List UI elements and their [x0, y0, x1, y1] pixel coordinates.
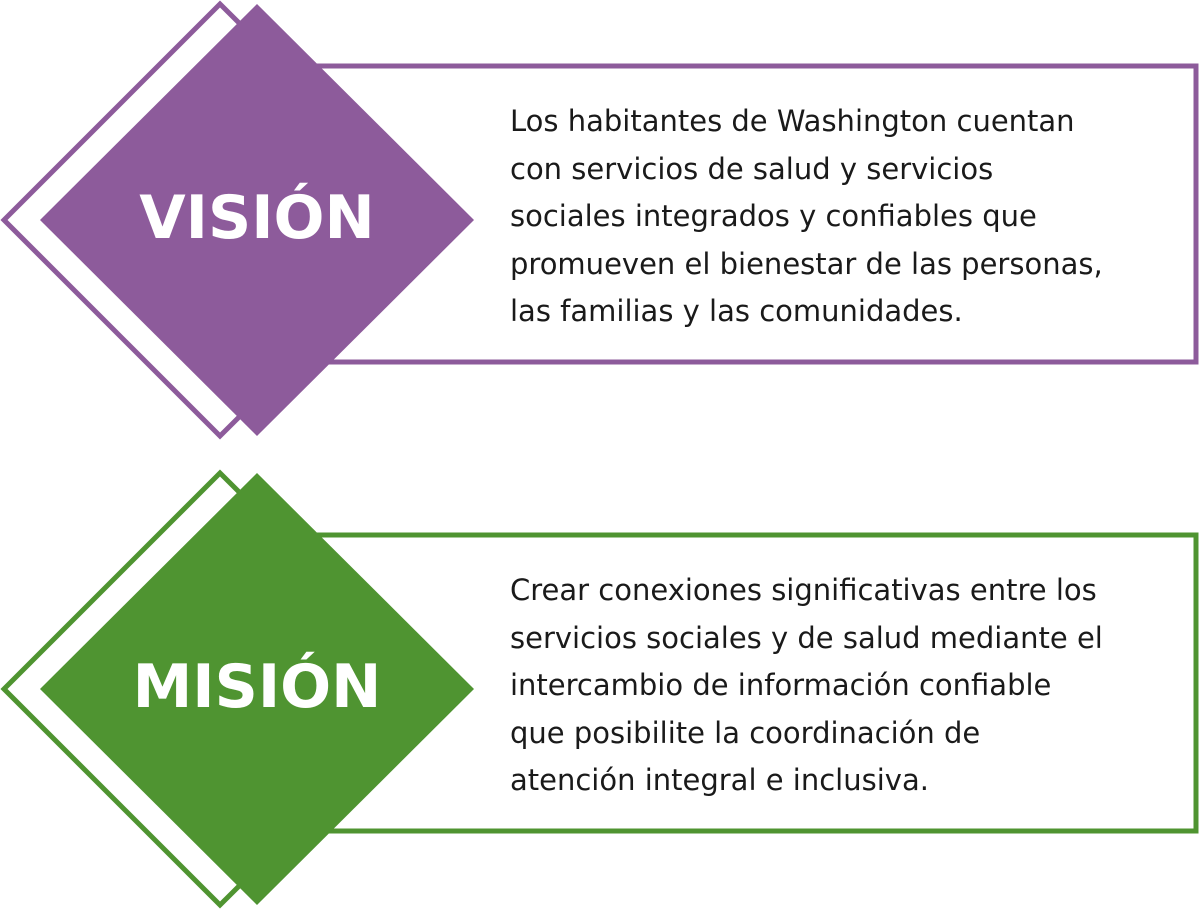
- mission-block: MISIÓN Crear conexiones significativas e…: [0, 469, 1200, 909]
- mission-statement: Crear conexiones significativas entre lo…: [510, 573, 1103, 797]
- vision-statement: Los habitantes de Washington cuentan con…: [510, 104, 1103, 328]
- vision-shapes: [0, 0, 1199, 440]
- vision-filled-diamond: [40, 4, 474, 436]
- vision-title: VISIÓN: [139, 183, 375, 253]
- mission-title: MISIÓN: [132, 652, 382, 722]
- vision-block: VISIÓN Los habitantes de Washington cuen…: [0, 0, 1200, 440]
- mission-shapes: [0, 469, 1199, 909]
- mission-filled-diamond: [40, 473, 474, 905]
